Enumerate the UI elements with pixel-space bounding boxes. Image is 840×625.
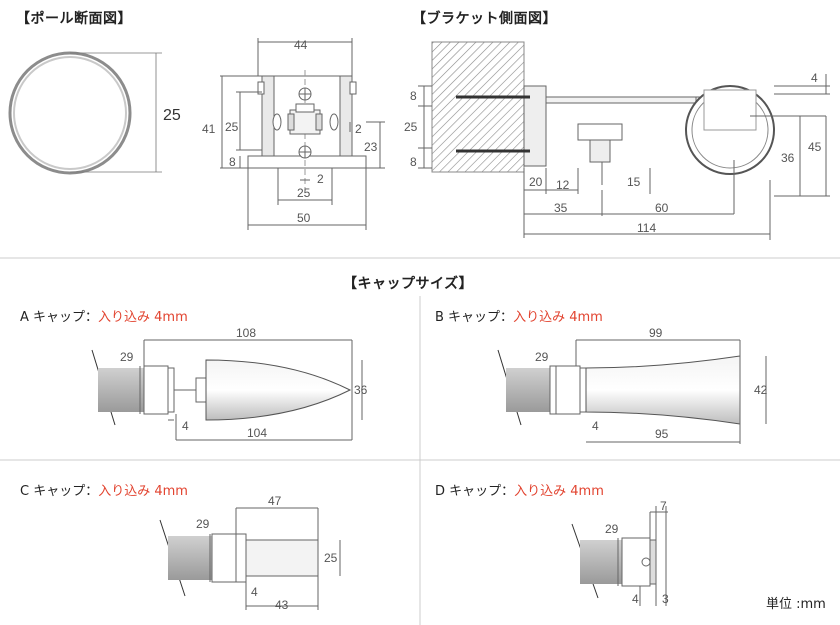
cap-b-top: 99 [649,326,663,340]
bracket-side-d35: 35 [554,201,568,215]
bracket-front-drawing [220,38,385,230]
cap-b-note: 入り込み 4mm [513,310,603,325]
cap-a-left: 29 [120,350,134,364]
bracket-side-mid-left: 25 [404,120,418,134]
cap-b-bottom: 95 [655,427,669,441]
bracket-side-d114: 114 [637,221,656,235]
cap-a-drawing [91,339,363,441]
bracket-side-drawing [418,41,830,240]
cap-d-note: 入り込み 4mm [514,484,604,499]
cap-a-title: A キャップ：入り込み 4mm [20,306,188,325]
bracket-side-top-left: 8 [410,89,417,103]
bracket-side-heading: 【ブラケット側面図】 [412,11,557,27]
cap-a-bottom: 104 [247,426,267,440]
bracket-front-center-small: 2 [317,172,324,186]
cap-c-bottom: 43 [275,598,289,612]
bracket-front-bottom-inner: 25 [297,186,311,200]
bracket-front-height-left: 41 [202,122,216,136]
cap-a-note: 入り込み 4mm [98,310,188,325]
bracket-side-depth-20: 20 [529,175,543,189]
cap-b-label: B キャップ： [435,310,514,325]
bracket-side-d15: 15 [627,175,641,189]
cap-b-title: B キャップ：入り込み 4mm [435,306,603,325]
cap-a-top: 108 [236,326,256,340]
cap-d-small: 4 [632,592,639,606]
cap-c-top: 47 [268,494,282,508]
bracket-front-height-right: 23 [364,140,378,154]
unit-label: 単位 :mm [766,597,826,612]
bracket-front-inner-left: 25 [225,120,239,134]
cap-d-drawing [571,506,668,606]
pole-section-heading: 【ポール断面図】 [16,11,132,27]
bracket-front-bottom-left: 8 [229,155,236,169]
cap-c-small: 4 [251,585,258,599]
cap-a-small: 4 [182,419,189,433]
cap-d-label: D キャップ： [435,484,515,499]
cap-b-left: 29 [535,350,549,364]
cap-c-title: C キャップ：入り込み 4mm [20,480,188,499]
cap-c-right: 25 [324,551,338,565]
bracket-front-right-small: 2 [355,122,362,136]
bracket-side-right-36: 36 [781,151,795,165]
cap-b-right: 42 [754,383,768,397]
bracket-front-width-top: 44 [294,38,308,52]
cap-c-left: 29 [196,517,210,531]
cap-d-small2: 3 [662,592,669,606]
cap-d-left: 29 [605,522,619,536]
cap-a-label: A キャップ： [20,310,99,325]
cap-d-title: D キャップ：入り込み 4mm [435,480,604,499]
pole-diameter-label: 25 [163,107,181,124]
bracket-side-d12: 12 [556,178,570,192]
pole-section-drawing: 25 [8,51,181,175]
cap-b-small: 4 [592,419,599,433]
bracket-front-width-bottom: 50 [297,211,311,225]
cap-c-drawing [159,507,341,610]
cap-size-heading: 【キャップサイズ】 [343,276,474,292]
cap-a-right: 36 [354,383,368,397]
bracket-side-right-top: 4 [811,71,818,85]
cap-b-drawing [497,339,767,444]
cap-c-note: 入り込み 4mm [98,484,188,499]
bracket-side-right-45: 45 [808,140,822,154]
bracket-side-bottom-left: 8 [410,155,417,169]
cap-c-label: C キャップ： [20,484,99,499]
bracket-side-d60: 60 [655,201,669,215]
cap-d-top: 7 [660,499,667,513]
